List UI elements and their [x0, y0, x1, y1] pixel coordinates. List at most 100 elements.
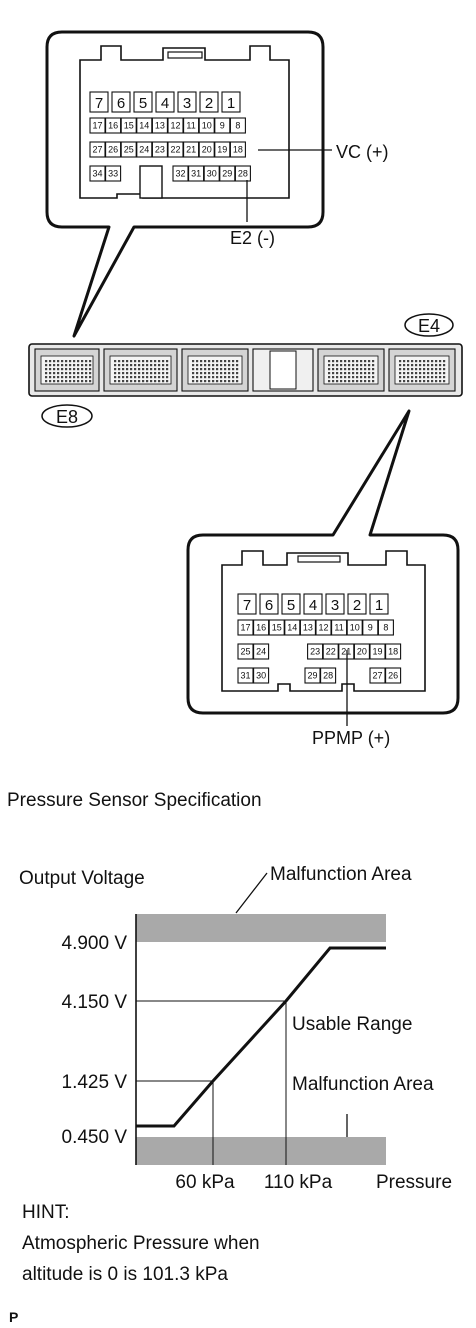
e8-pin-15: 15: [120, 117, 137, 134]
footer-mark: P: [9, 1309, 18, 1325]
e4-pin-15: 15: [268, 619, 285, 636]
chart-plot: [135, 914, 386, 1165]
e8-pin-label: 20: [202, 145, 212, 155]
e8-pin-13: 13: [151, 117, 168, 134]
callout-ppmp-label: PPMP (+): [312, 728, 390, 748]
e8-pin-34: 34: [89, 165, 106, 182]
y-tick-4900: 4.900 V: [62, 933, 128, 954]
e4-pin-22: 22: [322, 643, 339, 660]
e4-pin-1: 1: [369, 593, 389, 615]
e8-pin-10: 10: [198, 117, 215, 134]
e8-pin-23: 23: [151, 141, 168, 158]
hint-line-2: altitude is 0 is 101.3 kPa: [22, 1264, 228, 1285]
e4-pin-12: 12: [315, 619, 332, 636]
e4-pin-23: 23: [307, 643, 324, 660]
e8-pin-18: 18: [229, 141, 246, 158]
e8-pin-label: 32: [175, 169, 185, 179]
annotation-malfunction-area-low: Malfunction Area: [292, 1074, 434, 1095]
e8-pin-label: 33: [108, 169, 118, 179]
e4-pin-label: 24: [256, 647, 266, 657]
e8-pin-22: 22: [167, 141, 184, 158]
annotation-malfunction-area-top-leader: [235, 872, 268, 914]
e4-pin-29: 29: [304, 667, 321, 684]
e8-pin-label: 25: [124, 145, 134, 155]
e4-pin-label: 30: [256, 671, 266, 681]
e4-pin-20: 20: [353, 643, 370, 660]
e4-pin-label: 16: [256, 623, 266, 633]
e4-pin-18: 18: [385, 643, 402, 660]
e8-pin-16: 16: [105, 117, 122, 134]
y-tick-0450: 0.450 V: [62, 1127, 128, 1148]
hint-line-1: Atmospheric Pressure when: [22, 1233, 260, 1254]
e4-pin-19: 19: [369, 643, 386, 660]
e4-pin-label: 18: [388, 647, 398, 657]
e8-pin-label: 5: [139, 95, 147, 112]
e8-pin-label: 21: [186, 145, 196, 155]
e8-pin-9: 9: [214, 117, 231, 134]
annotation-malfunction-area-top: Malfunction Area: [270, 864, 412, 885]
e4-pin-label: 29: [307, 671, 317, 681]
e8-pin-label: 28: [238, 169, 248, 179]
e8-pin-1: 1: [221, 91, 241, 113]
e4-pin-label: 27: [372, 671, 382, 681]
e4-pin-label: 19: [372, 647, 382, 657]
e4-pin-24: 24: [253, 643, 270, 660]
hint-label: HINT:: [22, 1202, 70, 1223]
e8-pin-8: 8: [229, 117, 246, 134]
e8-pin-label: 16: [108, 121, 118, 131]
label-e4-badge: [404, 313, 454, 337]
e8-pin-label: 22: [170, 145, 180, 155]
e8-pin-27: 27: [89, 141, 106, 158]
e4-pin-label: 4: [309, 597, 317, 614]
output-voltage-curve: [136, 946, 386, 1128]
e8-pin-label: 11: [186, 121, 195, 131]
ecu-pin-texture: [45, 360, 446, 383]
e4-pin-13: 13: [299, 619, 316, 636]
e4-pin-2: 2: [347, 593, 367, 615]
spec-title: Pressure Sensor Specification: [7, 790, 262, 811]
malfunction-band-low: [136, 1137, 386, 1165]
e4-pin-label: 5: [287, 597, 295, 614]
e8-pin-label: 2: [205, 95, 213, 112]
e4-pin-label: 14: [287, 623, 297, 633]
e8-pin-label: 4: [161, 95, 169, 112]
e8-pin-11: 11: [183, 117, 200, 134]
e8-pin-label: 27: [92, 145, 102, 155]
e8-pin-21: 21: [183, 141, 200, 158]
e4-pin-11: 11: [331, 619, 348, 636]
e4-pin-31: 31: [237, 667, 254, 684]
e4-pin-6: 6: [259, 593, 279, 615]
e8-pin-label: 30: [207, 169, 217, 179]
e8-pin-label: 14: [139, 121, 149, 131]
e8-pin-label: 6: [117, 95, 125, 112]
y-tick-4150: 4.150 V: [62, 992, 128, 1013]
e8-pin-label: 13: [155, 121, 165, 131]
e4-pin-label: 26: [388, 671, 398, 681]
e8-pin-31: 31: [188, 165, 205, 182]
e8-pin-label: 9: [220, 121, 225, 131]
e8-pin-label: 15: [124, 121, 134, 131]
e4-pin-26: 26: [385, 667, 402, 684]
chart-xlabel: Pressure: [376, 1172, 452, 1193]
ecu-connector-strip: [28, 343, 463, 397]
e8-pin-29: 29: [219, 165, 236, 182]
e8-pin-label: 7: [95, 95, 103, 112]
e4-pin-3: 3: [325, 593, 345, 615]
malfunction-band-high: [136, 914, 386, 942]
e4-pin-label: 3: [331, 597, 339, 614]
e8-pin-6: 6: [111, 91, 131, 113]
e4-pin-27: 27: [369, 667, 386, 684]
e4-pin-25: 25: [237, 643, 254, 660]
e8-pin-label: 34: [92, 169, 102, 179]
e4-pin-label: 28: [323, 671, 333, 681]
y-tick-1425: 1.425 V: [62, 1072, 128, 1093]
e4-pin-label: 21: [341, 647, 351, 657]
e4-pin-label: 2: [353, 597, 361, 614]
label-e4-text: E4: [418, 316, 440, 336]
e8-pin-label: 26: [108, 145, 118, 155]
e4-pin-label: 20: [357, 647, 367, 657]
e8-pin-12: 12: [167, 117, 184, 134]
e4-pin-label: 13: [303, 623, 313, 633]
